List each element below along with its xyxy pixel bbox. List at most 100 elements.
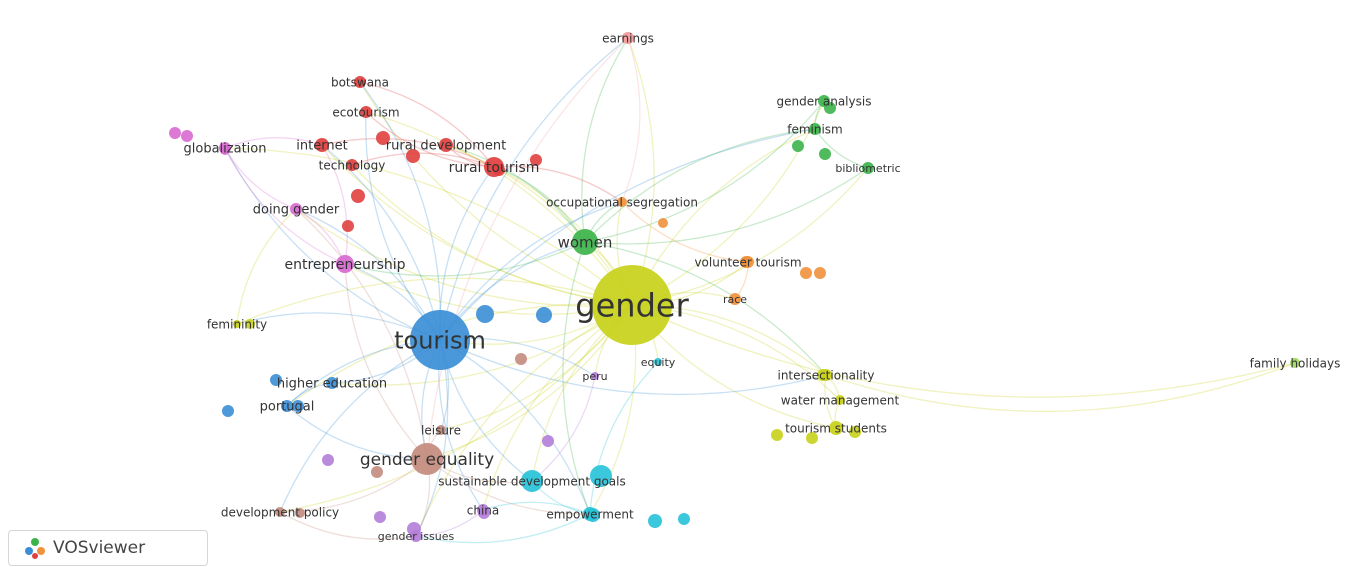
node-occupational_segregation[interactable]: [617, 197, 627, 207]
node-gender_analysis[interactable]: [818, 95, 830, 107]
label-portugal: portugal: [260, 400, 315, 415]
node-women[interactable]: [572, 229, 598, 255]
node-ecotourism[interactable]: [360, 106, 372, 118]
node-femininity[interactable]: [233, 320, 241, 328]
label-entrepreneurship: entrepreneurship: [284, 257, 405, 273]
node-doing_gender[interactable]: [290, 203, 302, 215]
label-tourism: tourism: [394, 327, 486, 355]
label-china: china: [467, 503, 500, 517]
node-technology[interactable]: [346, 159, 358, 171]
link-portugal-gender_equality: [286, 405, 428, 460]
node-gender_issues[interactable]: [410, 530, 422, 542]
link-tourism-development_policy: [279, 339, 441, 513]
minor-node-0: [376, 131, 390, 145]
node-gender[interactable]: [592, 265, 672, 345]
node-family_holidays[interactable]: [1290, 358, 1300, 368]
node-intersectionality[interactable]: [820, 369, 832, 381]
node-tourism[interactable]: [410, 310, 470, 370]
node-race[interactable]: [729, 293, 741, 305]
label-sustainable_development_goals: sustainable development goals: [438, 474, 625, 488]
link-development_policy-gender_issues: [279, 511, 417, 540]
node-portugal[interactable]: [281, 400, 293, 412]
link-women-empowerment: [562, 241, 591, 515]
link-entrepreneurship-internet: [321, 144, 348, 265]
label-leisure: leisure: [421, 423, 461, 437]
minor-node-36: [515, 353, 527, 365]
label-development_policy: development policy: [221, 505, 339, 519]
minor-node-2: [351, 189, 365, 203]
vosviewer-icon: [25, 538, 45, 559]
link-gender-technology: [351, 164, 633, 306]
node-internet[interactable]: [315, 138, 329, 152]
minor-node-27: [322, 454, 334, 466]
link-women-entrepreneurship: [344, 241, 586, 277]
node-rural_tourism[interactable]: [484, 157, 504, 177]
link-gender-development_policy: [279, 304, 633, 513]
label-rural_tourism: rural tourism: [449, 160, 540, 176]
node-leisure[interactable]: [436, 425, 446, 435]
minor-node-9: [476, 305, 494, 323]
link-peru-sustainable_development_goals: [531, 375, 596, 482]
link-gender-internet: [321, 144, 633, 306]
node-sustainable_development_goals[interactable]: [521, 470, 543, 492]
minor-node-17: [800, 267, 812, 279]
node-peru[interactable]: [591, 372, 599, 380]
label-rural_development: rural development: [386, 139, 506, 154]
node-china[interactable]: [477, 504, 489, 516]
brand-name: VOSviewer: [53, 538, 146, 558]
node-botswana[interactable]: [354, 76, 366, 88]
label-family_holidays: family holidays: [1250, 356, 1341, 370]
label-earnings: earnings: [602, 31, 654, 45]
link-gender-globalization: [224, 147, 633, 306]
label-higher_education: higher education: [277, 377, 387, 392]
label-bibliometric: bibliometric: [835, 162, 900, 175]
node-entrepreneurship[interactable]: [336, 255, 354, 273]
minor-node-7: [819, 148, 831, 160]
minor-node-13: [292, 400, 304, 412]
label-doing_gender: doing gender: [253, 203, 340, 218]
node-feminism[interactable]: [809, 123, 821, 135]
node-bibliometric[interactable]: [862, 162, 874, 174]
label-femininity: femininity: [207, 317, 267, 331]
minor-node-18: [814, 267, 826, 279]
node-empowerment[interactable]: [583, 507, 597, 521]
node-development_policy[interactable]: [275, 507, 285, 517]
minor-node-22: [849, 426, 861, 438]
minor-node-3: [342, 220, 354, 232]
node-higher_education[interactable]: [326, 377, 338, 389]
link-volunteer_tourism-occupational_segregation: [621, 201, 749, 263]
link-china-gender_issues: [415, 509, 484, 537]
node-gender_equality[interactable]: [411, 443, 443, 475]
link-rural_tourism-technology: [351, 152, 495, 168]
node-layer: [169, 32, 1300, 542]
label-ecotourism: ecotourism: [332, 105, 399, 119]
label-gender_analysis: gender analysis: [777, 94, 872, 108]
link-gender_equality-doing_gender: [295, 208, 428, 460]
link-equity-empowerment: [589, 361, 659, 515]
link-femininity-doing_gender: [236, 208, 297, 325]
minor-node-10: [536, 307, 552, 323]
node-rural_development[interactable]: [439, 138, 453, 152]
minor-node-14: [169, 127, 181, 139]
node-water_management[interactable]: [835, 395, 845, 405]
label-gender_equality: gender equality: [360, 450, 494, 470]
link-intersectionality-family_holidays: [825, 362, 1296, 413]
link-gender_equality-entrepreneurship: [344, 263, 428, 460]
label-technology: technology: [319, 158, 386, 172]
minor-node-12: [222, 405, 234, 417]
node-equity[interactable]: [654, 358, 662, 366]
node-tourism_students[interactable]: [829, 421, 843, 435]
minor-node-33: [678, 513, 690, 525]
link-rural_tourism-ecotourism: [365, 111, 495, 168]
link-gender-botswana: [359, 81, 633, 306]
link-rural_tourism-internet: [321, 137, 495, 168]
link-women-bibliometric: [584, 167, 869, 245]
link-earnings-occupational_segregation: [621, 37, 641, 203]
label-occupational_segregation: occupational segregation: [546, 195, 698, 209]
label-race: race: [723, 293, 747, 306]
node-earnings[interactable]: [622, 32, 634, 44]
node-globalization[interactable]: [219, 142, 231, 154]
node-volunteer_tourism[interactable]: [742, 256, 754, 268]
minor-node-15: [181, 130, 193, 142]
